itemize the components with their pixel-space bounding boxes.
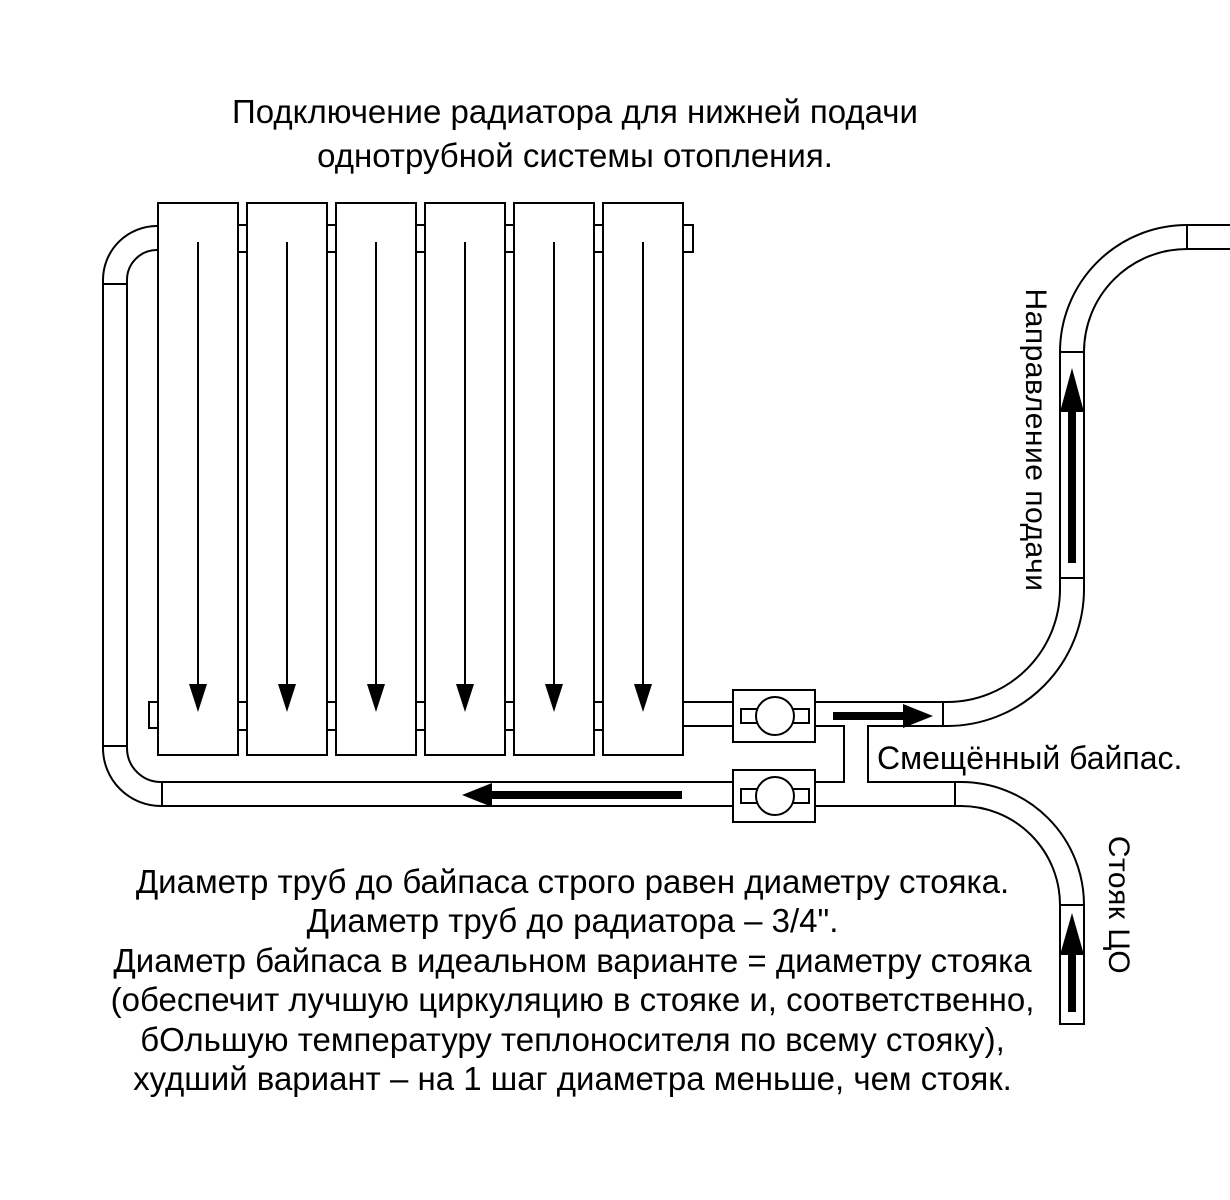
supply-direction-label: Направление подачи bbox=[1019, 288, 1052, 592]
section-flow-arrow-head bbox=[367, 684, 385, 712]
radiator bbox=[148, 202, 694, 756]
notes-block: Диаметр труб до байпаса строго равен диа… bbox=[50, 862, 1095, 1098]
flow-arrow-left-bottom-pipe bbox=[462, 783, 682, 807]
note-line: бОльшую температуру теплоносителя по все… bbox=[140, 1020, 1005, 1058]
note-line: Диаметр байпаса в идеальном варианте = д… bbox=[113, 941, 1032, 979]
section-connector-top bbox=[326, 224, 337, 253]
valve-disc bbox=[755, 776, 795, 816]
section-connector-top bbox=[415, 224, 426, 253]
section-connector-bottom bbox=[326, 701, 337, 731]
title-line-1: Подключение радиатора для нижней подачи bbox=[232, 93, 918, 130]
return-pipe-core bbox=[684, 226, 1230, 725]
section-connector-bottom bbox=[504, 701, 515, 731]
section-flow-arrow-head bbox=[189, 684, 207, 712]
section-connector-top bbox=[237, 224, 248, 253]
central-riser-label: Стояк ЦО bbox=[1102, 835, 1135, 975]
note-line: худший вариант – на 1 шаг диаметра меньш… bbox=[133, 1060, 1012, 1098]
note-line: Диаметр труб до байпаса строго равен диа… bbox=[135, 863, 1010, 900]
valve bbox=[732, 689, 816, 743]
section-flow-arrow-head bbox=[456, 684, 474, 712]
note-line: (обеспечит лучшую циркуляцию в стояке и,… bbox=[110, 981, 1035, 1019]
flow-arrows bbox=[462, 368, 1084, 1012]
section-flow-arrow-head bbox=[545, 684, 563, 712]
section-connector-bottom bbox=[593, 701, 604, 731]
flow-arrow-right-top-pipe bbox=[833, 704, 933, 728]
note-line: Диаметр труб до радиатора – 3/4". bbox=[306, 902, 839, 940]
return-pipe bbox=[684, 224, 1230, 727]
supply-pipe-core bbox=[104, 227, 1083, 1023]
section-flow-arrow-head bbox=[278, 684, 296, 712]
flow-arrow-up-central-riser bbox=[1060, 913, 1084, 1012]
flow-arrow-up-supply-riser bbox=[1060, 368, 1084, 563]
diagram-title: Подключение радиатора для нижней подачи … bbox=[60, 90, 1090, 178]
title-line-2: однотрубной системы отопления. bbox=[317, 137, 833, 174]
valves bbox=[732, 689, 816, 823]
radiator-plug-right bbox=[682, 224, 694, 253]
section-flow-arrow-head bbox=[634, 684, 652, 712]
valve bbox=[732, 769, 816, 823]
radiator-plug-left bbox=[148, 701, 159, 729]
section-connector-top bbox=[504, 224, 515, 253]
bypass-label: Смещённый байпас. bbox=[877, 740, 1183, 776]
section-connector-bottom bbox=[415, 701, 426, 731]
pipe-joints bbox=[102, 224, 1188, 906]
valve-disc bbox=[755, 696, 795, 736]
section-connector-bottom bbox=[237, 701, 248, 731]
section-connector-top bbox=[593, 224, 604, 253]
